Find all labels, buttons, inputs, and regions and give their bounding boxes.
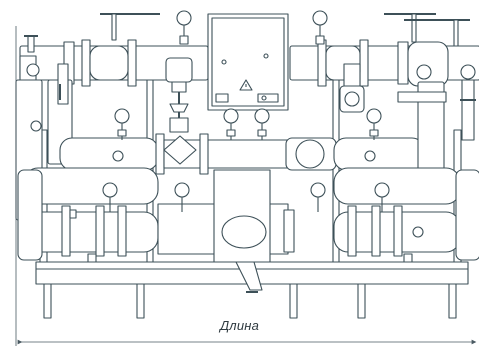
- nozzles: [69, 209, 413, 263]
- control-valve: [163, 57, 197, 165]
- bottom-left-pipe: [17, 167, 159, 261]
- top-valve-handles: [100, 13, 470, 47]
- length-label: Длина: [219, 318, 260, 333]
- length-dimension: [15, 26, 477, 346]
- bottom-middle-pipe: [157, 169, 295, 293]
- pressure-gauges: [30, 10, 424, 238]
- right-fittings: [339, 63, 476, 141]
- bottom-right-pipe: [333, 167, 479, 261]
- control-cabinet: [207, 13, 289, 111]
- left-actuators: [24, 35, 69, 105]
- top-right-pipe: [289, 39, 479, 87]
